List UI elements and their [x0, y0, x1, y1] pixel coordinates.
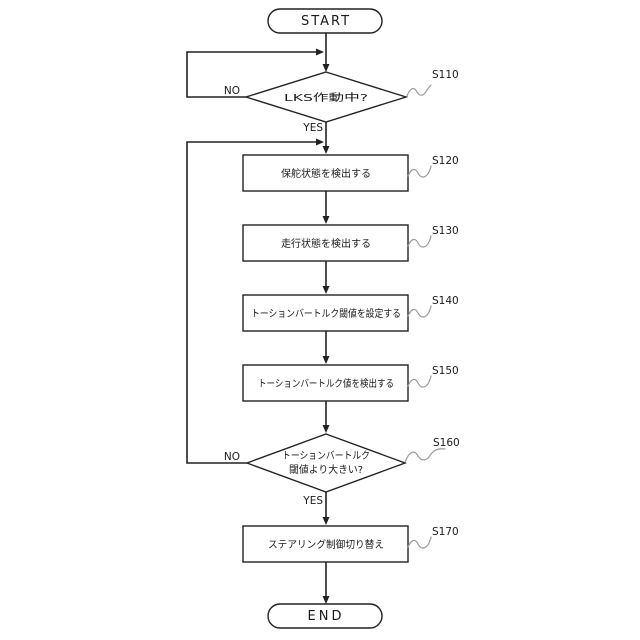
process-s120-ref-label: S120 — [432, 155, 459, 167]
arrowhead-right-icon — [316, 138, 324, 146]
process-s130-ref-label: S130 — [432, 225, 459, 237]
decision2-ref-label: S160 — [433, 437, 460, 449]
connector-s140-to-s150 — [322, 331, 330, 364]
arrowhead-down-icon — [322, 596, 330, 604]
connector-s130-to-s140 — [322, 261, 330, 294]
decision1-label: LKS作動中? — [284, 91, 368, 104]
decision2-label-line1: トーションバートルク — [282, 450, 370, 462]
connector-s120-to-s130 — [322, 191, 330, 224]
connector-s150-to-decision2 — [322, 401, 330, 433]
process-box-shape — [242, 224, 409, 262]
arrowhead-right-icon — [316, 48, 324, 56]
start-terminal: START — [267, 8, 383, 34]
process-s170-ref-label: S170 — [432, 526, 459, 538]
arrowhead-down-icon — [322, 216, 330, 224]
process-box-shape — [242, 294, 409, 332]
arrowhead-down-icon — [322, 517, 330, 525]
process-s150-ref-label: S150 — [432, 365, 459, 377]
decision1-yes-label: YES — [302, 122, 323, 134]
process-s140-label: トーションバートルク閾値を設定する — [251, 307, 401, 320]
start-terminal-shape — [267, 8, 383, 34]
process-s120-label: 保舵状態を検出する — [281, 167, 371, 180]
process-box-shape — [242, 154, 409, 192]
connector-line — [186, 51, 316, 98]
process-s170-label: ステアリング制御切り替え — [268, 538, 384, 551]
process-box-shape — [242, 364, 409, 402]
decision2-diamond-shape — [244, 433, 408, 493]
process-s150-label: トーションバートルク値を検出する — [258, 377, 394, 390]
connector-s170-to-end — [322, 562, 330, 604]
arrowhead-down-icon — [322, 286, 330, 294]
process-detect-steering-hold-state: 保舵状態を検出する S120 — [242, 154, 459, 192]
decision-lks-active: LKS作動中? NO YES S110 — [224, 69, 459, 134]
arrowhead-down-icon — [322, 64, 330, 72]
connector-no-loop-decision2 — [186, 138, 324, 464]
end-terminal: END — [267, 603, 383, 629]
connector-line — [186, 141, 316, 464]
reference-squiggle — [407, 375, 432, 388]
arrowhead-down-icon — [322, 146, 330, 154]
end-terminal-label: END — [308, 609, 345, 624]
reference-squiggle — [406, 84, 432, 97]
process-box-shape — [242, 525, 409, 563]
process-set-torsion-bar-torque-threshold: トーションバートルク閾値を設定する S140 — [242, 294, 459, 332]
reference-squiggle — [407, 165, 432, 178]
start-terminal-label: START — [301, 14, 351, 29]
decision2-no-label: NO — [224, 451, 240, 463]
decision1-no-label: NO — [224, 85, 240, 97]
decision2-label-line2: 閾値より大きい? — [289, 463, 363, 476]
arrowhead-down-icon — [322, 356, 330, 364]
connector-decision2-to-s170 — [322, 492, 330, 525]
process-s130-label: 走行状態を検出する — [281, 237, 371, 250]
process-detect-driving-state: 走行状態を検出する S130 — [242, 224, 459, 262]
reference-squiggle — [407, 235, 432, 248]
decision2-yes-label: YES — [302, 495, 323, 507]
process-detect-torsion-bar-torque-value: トーションバートルク値を検出する S150 — [242, 364, 459, 402]
connector-no-loop-decision1 — [186, 48, 324, 98]
reference-squiggle — [407, 305, 432, 318]
arrowhead-down-icon — [322, 425, 330, 433]
process-s140-ref-label: S140 — [432, 295, 459, 307]
process-switch-steering-control: ステアリング制御切り替え S170 — [242, 525, 459, 563]
reference-squiggle — [404, 448, 446, 463]
decision1-ref-label: S110 — [432, 69, 459, 81]
connector-start-to-decision1 — [322, 33, 330, 72]
connector-decision1-to-s120 — [322, 122, 330, 154]
decision-torque-greater-than-threshold: トーションバートルク 閾値より大きい? NO YES S160 — [224, 433, 460, 507]
end-terminal-shape — [267, 603, 383, 629]
reference-squiggle — [407, 536, 432, 549]
